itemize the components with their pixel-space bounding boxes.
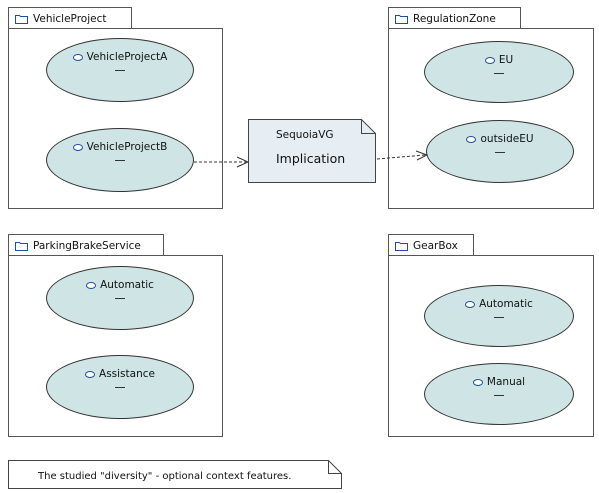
dependency-line-implication-to-outside-eu: [376, 154, 426, 160]
use-case-icon: [72, 53, 83, 61]
dependency-arrowhead-implication: [236, 156, 250, 168]
use-case-label: Automatic: [100, 279, 154, 291]
use-case-icon: [484, 56, 495, 64]
package-title: VehicleProject: [33, 12, 107, 25]
use-case-underline: [495, 152, 505, 153]
caption-text: The studied "diversity" - optional conte…: [38, 471, 292, 482]
use-case-underline: [494, 317, 504, 318]
package-vehicle-project[interactable]: VehicleProject VehicleProjectA VehiclePr…: [8, 7, 223, 209]
use-case-gearbox-automatic[interactable]: Automatic: [424, 285, 574, 347]
use-case-assistance[interactable]: Assistance: [46, 355, 194, 419]
package-regulation-zone[interactable]: RegulationZone EU outsideEU: [388, 7, 594, 209]
use-case-icon: [466, 135, 477, 143]
note-title: Implication: [276, 151, 346, 166]
use-case-underline: [494, 73, 504, 74]
note-shape: [8, 460, 342, 489]
use-case-label: Assistance: [99, 368, 155, 380]
use-case-icon: [72, 143, 83, 151]
use-case-underline: [115, 387, 125, 388]
package-title: GearBox: [413, 239, 458, 252]
folder-icon: [395, 14, 408, 24]
package-gearbox[interactable]: GearBox Automatic Manual: [388, 234, 594, 437]
package-tab-vehicle-project[interactable]: VehicleProject: [8, 7, 132, 29]
package-tab-parking-brake-service[interactable]: ParkingBrakeService: [8, 234, 164, 256]
note-shape: [248, 119, 376, 183]
package-title: RegulationZone: [413, 12, 496, 25]
folder-icon: [395, 241, 408, 251]
folder-icon: [15, 241, 28, 251]
package-tab-regulation-zone[interactable]: RegulationZone: [388, 7, 521, 29]
use-case-label: VehicleProjectA: [86, 51, 168, 63]
use-case-vehicle-project-b[interactable]: VehicleProjectB: [46, 128, 194, 192]
use-case-icon: [465, 300, 476, 308]
use-case-label: outsideEU: [480, 133, 534, 145]
use-case-vehicle-project-a[interactable]: VehicleProjectA: [46, 38, 194, 102]
use-case-label: EU: [498, 54, 514, 66]
use-case-underline: [115, 160, 125, 161]
use-case-icon: [85, 370, 96, 378]
note-stereotype: SequoiaVG: [276, 129, 334, 141]
use-case-icon: [86, 281, 97, 289]
package-title: ParkingBrakeService: [33, 239, 141, 252]
use-case-underline: [115, 298, 125, 299]
dependency-arrowhead-outside-eu: [415, 150, 429, 161]
use-case-underline: [494, 395, 504, 396]
use-case-label: VehicleProjectB: [86, 141, 168, 153]
use-case-parking-automatic[interactable]: Automatic: [46, 266, 194, 330]
use-case-outside-eu[interactable]: outsideEU: [426, 120, 574, 183]
use-case-eu[interactable]: EU: [424, 41, 574, 103]
package-parking-brake-service[interactable]: ParkingBrakeService Automatic Assistance: [8, 234, 223, 437]
package-tab-gearbox[interactable]: GearBox: [388, 234, 474, 256]
use-case-manual[interactable]: Manual: [424, 363, 574, 425]
use-case-icon: [472, 378, 483, 386]
folder-icon: [15, 14, 28, 24]
implication-note[interactable]: SequoiaVG Implication: [248, 119, 376, 183]
use-case-label: Manual: [486, 376, 526, 388]
use-case-underline: [115, 70, 125, 71]
use-case-label: Automatic: [479, 298, 533, 310]
caption-note[interactable]: The studied "diversity" - optional conte…: [8, 460, 342, 489]
